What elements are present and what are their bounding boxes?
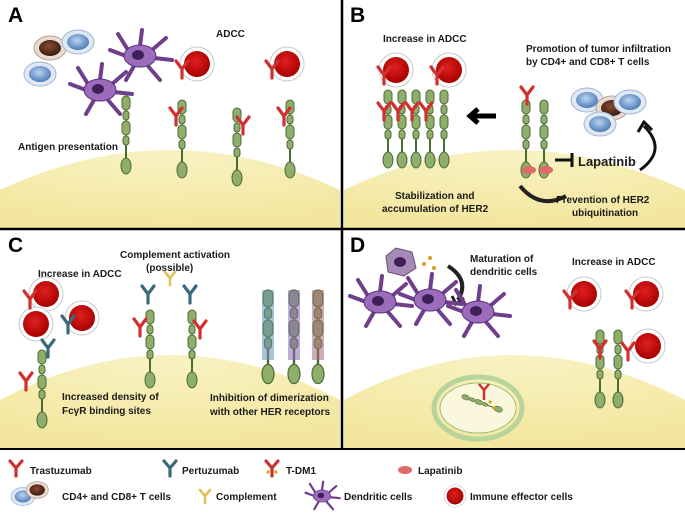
density-label-line1: Increased density of	[62, 392, 159, 403]
trastuzumab-icon	[192, 319, 208, 340]
legend-lapatinib-icon	[398, 466, 412, 474]
t-cell-blue-icon	[61, 29, 95, 55]
curved-arrow-icon	[518, 184, 567, 204]
complement-dot-icon	[432, 266, 436, 270]
membrane-panel-b	[344, 150, 685, 228]
immature-dendritic-cell-icon	[385, 247, 417, 277]
density-label-line2: FcγR binding sites	[62, 406, 151, 417]
panel-letter-a: A	[8, 4, 23, 27]
maturation-label-line1: Maturation of	[470, 254, 534, 265]
inhibition-label-line2: with other HER receptors	[209, 407, 330, 418]
t-cell-blue-icon	[613, 89, 647, 115]
her-receptor-blue-icon	[260, 288, 276, 385]
pertuzumab-icon	[140, 284, 156, 305]
antigen-presentation-label: Antigen presentation	[18, 142, 118, 153]
her2-receptor-icon	[424, 89, 436, 169]
legend-effector-icon	[443, 484, 467, 508]
panel-letter-c: C	[8, 234, 23, 257]
legend-complement-label: Complement	[216, 492, 277, 503]
her2-receptor-icon	[120, 95, 132, 175]
legend-tdm1-icon	[264, 459, 280, 478]
inhibition-label-line1: Inhibition of dimerization	[210, 393, 329, 404]
her2-receptor-icon	[144, 309, 156, 389]
legend-dendritic-icon	[304, 480, 341, 511]
trastuzumab-icon	[132, 317, 148, 338]
membrane-panel-c	[0, 355, 340, 448]
t-cell-brown-icon	[33, 35, 67, 61]
legend-tdm1-label: T-DM1	[286, 466, 316, 477]
panel-c: Complement activation (possible) Increas…	[18, 250, 330, 429]
dendritic-cell-icon	[446, 284, 512, 338]
legend-pertuzumab-icon	[162, 459, 178, 478]
t-cell-blue-icon	[583, 111, 617, 137]
left-arrow-icon	[466, 107, 496, 125]
prevention-label-line2: ubiquitination	[572, 208, 638, 219]
her2-receptor-icon	[438, 89, 450, 169]
legend-trastuzumab-label: Trastuzumab	[30, 466, 92, 477]
legend-t-cells-icon	[10, 481, 49, 506]
complement-dot-icon	[422, 262, 426, 266]
legend-dendritic-label: Dendritic cells	[344, 492, 413, 503]
inhibition-bar-icon	[555, 153, 574, 167]
panel-a: ADCC Antigen presentation	[18, 28, 305, 187]
legend-pertuzumab-label: Pertuzumab	[182, 466, 239, 477]
lapatinib-dot-icon	[522, 166, 536, 174]
panel-letter-b: B	[350, 4, 365, 27]
panel-d: Maturation of dendritic cells Increase i…	[348, 247, 666, 442]
immune-effector-cell-icon	[64, 300, 100, 336]
dendritic-cell-icon	[108, 28, 174, 82]
adcc-label: ADCC	[216, 29, 245, 40]
immune-effector-cell-icon	[630, 328, 666, 364]
stabilization-label-line2: accumulation of HER2	[382, 204, 489, 215]
complement-dot-icon	[428, 256, 432, 260]
stabilization-label-line1: Stabilization and	[395, 191, 474, 202]
her-receptor-purple-icon	[286, 288, 302, 385]
promotion-label-line2: by CD4+ and CD8+ T cells	[526, 57, 650, 68]
panel-letter-d: D	[350, 234, 365, 257]
legend-effector-label: Immune effector cells	[470, 492, 573, 503]
lapatinib-label: Lapatinib	[578, 154, 636, 169]
pertuzumab-icon	[182, 284, 198, 305]
legend-trastuzumab-icon	[8, 459, 24, 478]
curved-arrow-icon	[639, 124, 657, 172]
legend-complement-icon	[198, 488, 212, 505]
promotion-label-line1: Promotion of tumor infiltration	[526, 44, 671, 55]
endosome-icon	[431, 374, 525, 442]
complement-label-line1: Complement activation	[120, 250, 230, 261]
legend-t-cells-label: CD4+ and CD8+ T cells	[62, 492, 171, 503]
membrane-panel-a	[0, 150, 340, 228]
panel-b: Increase in ADCC Promotion of tumor infi…	[376, 34, 671, 219]
dendritic-cell-icon	[348, 274, 414, 328]
legend-lapatinib-label: Lapatinib	[418, 466, 462, 477]
her-receptor-mauve-icon	[310, 288, 326, 385]
legend: Trastuzumab Pertuzumab T-DM1 Lapatinib C…	[8, 459, 573, 511]
maturation-label-line2: dendritic cells	[470, 267, 538, 278]
increase-adcc-label: Increase in ADCC	[38, 269, 122, 280]
complement-label-line2: (possible)	[146, 263, 193, 274]
immune-effector-cell-icon	[18, 306, 54, 342]
increase-adcc-label: Increase in ADCC	[383, 34, 467, 45]
lapatinib-dot-icon	[539, 166, 553, 174]
t-cell-blue-icon	[23, 61, 57, 87]
increase-adcc-label: Increase in ADCC	[572, 257, 656, 268]
prevention-label-line1: Prevention of HER2	[556, 195, 650, 206]
